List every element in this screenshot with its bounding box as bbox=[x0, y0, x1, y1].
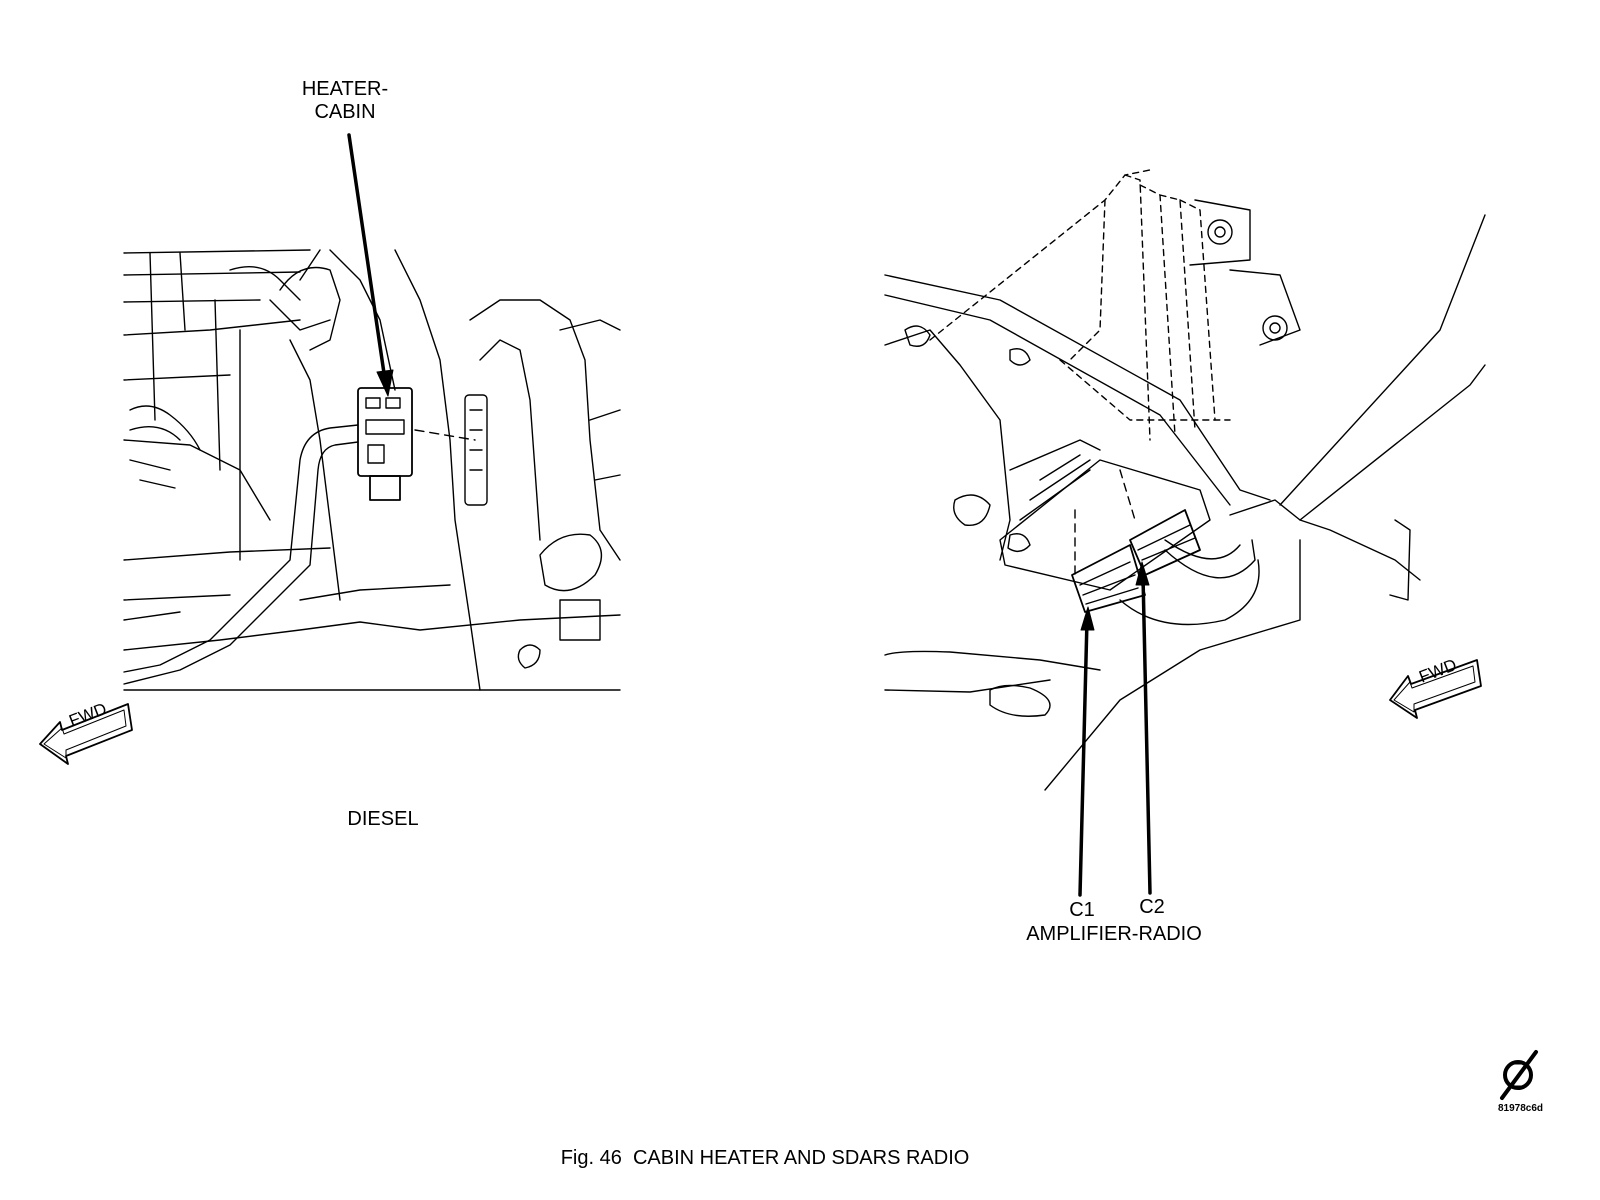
figure-caption: Fig. 46 CABIN HEATER AND SDARS RADIO bbox=[560, 1147, 970, 1169]
connector-c2-label: C2 bbox=[1139, 896, 1165, 918]
service-symbol-icon bbox=[1500, 1050, 1538, 1100]
heater-cabin-label-line2: CABIN bbox=[314, 101, 376, 123]
heater-cabin-label-line1: HEATER- bbox=[301, 78, 389, 100]
fwd-arrow-icon bbox=[39, 703, 133, 765]
diesel-caption: DIESEL bbox=[347, 808, 419, 830]
fwd-arrow-icon bbox=[1389, 659, 1482, 719]
amplifier-radio-illustration bbox=[884, 169, 1486, 897]
amplifier-radio-label: AMPLIFIER-RADIO bbox=[1026, 923, 1202, 945]
connector-c1-label: C1 bbox=[1069, 899, 1095, 921]
heater-cabin-illustration bbox=[123, 133, 621, 691]
figure-code: 81978c6d bbox=[1498, 1103, 1544, 1114]
